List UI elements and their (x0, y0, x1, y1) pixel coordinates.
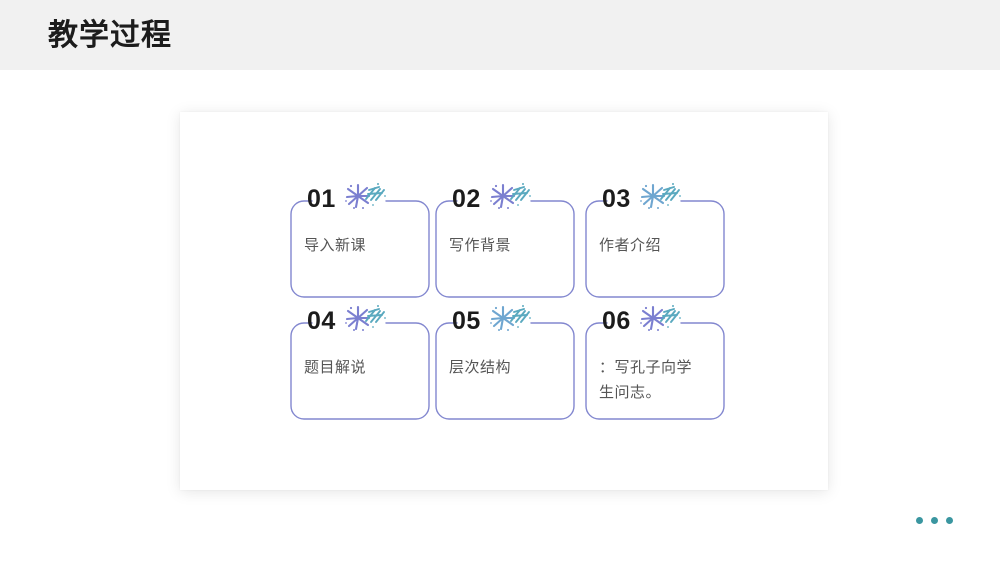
card-label: 作者介绍 (599, 237, 662, 254)
dot (916, 517, 923, 524)
step-card-02[interactable]: 02 (435, 183, 575, 298)
header-band (0, 0, 1000, 70)
card-label: 题目解说 (304, 359, 367, 376)
splatter-flower-icon (342, 303, 388, 333)
content-panel (180, 112, 828, 490)
splatter-flower-icon (487, 303, 533, 333)
card-number: 05 (452, 307, 481, 335)
card-number: 04 (307, 307, 336, 335)
card-number: 01 (307, 185, 336, 213)
dot (931, 517, 938, 524)
splatter-flower-icon (487, 181, 533, 211)
card-number: 02 (452, 185, 481, 213)
dot (946, 517, 953, 524)
card-label: 导入新课 (304, 237, 367, 254)
page-title: 教学过程 (48, 19, 172, 52)
splatter-flower-icon (637, 181, 683, 211)
step-card-04[interactable]: 04 (290, 305, 430, 420)
three-dots-icon (916, 516, 960, 528)
step-card-06[interactable]: 06 (585, 305, 725, 420)
step-card-03[interactable]: 03 (585, 183, 725, 298)
card-number: 03 (602, 185, 631, 213)
card-label: 写作背景 (449, 237, 512, 254)
splatter-flower-icon (342, 181, 388, 211)
step-card-05[interactable]: 05 (435, 305, 575, 420)
card-number: 06 (602, 307, 631, 335)
step-card-grid: 01 (290, 183, 725, 420)
card-label: ：写孔子向学 生问志。 (599, 359, 693, 401)
card-label: 层次结构 (449, 359, 512, 376)
splatter-flower-icon (637, 303, 683, 333)
step-card-01[interactable]: 01 (290, 183, 430, 298)
